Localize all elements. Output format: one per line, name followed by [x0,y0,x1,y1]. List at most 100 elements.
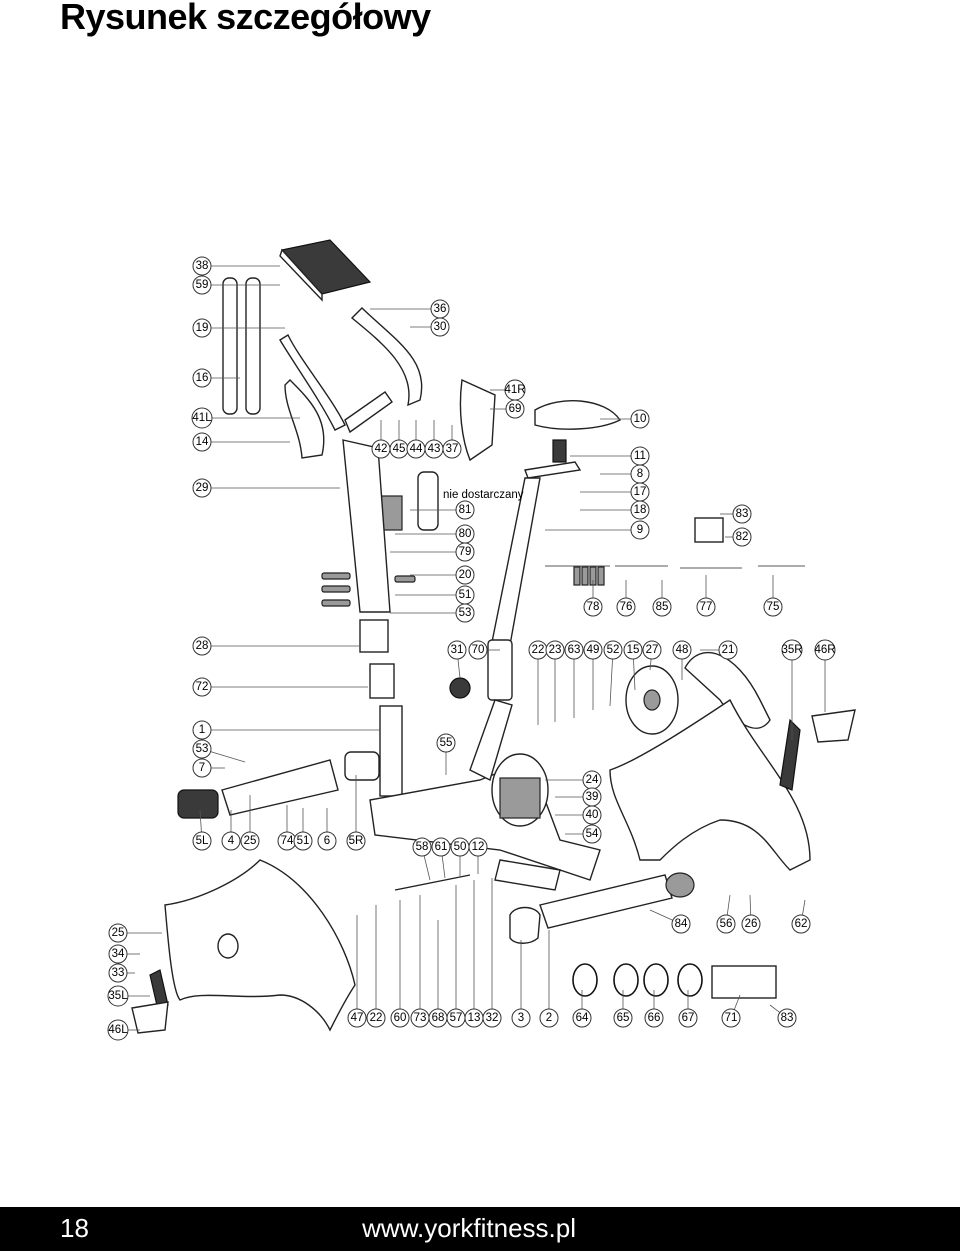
callout-58: 58 [412,837,432,881]
callout-66: 66 [644,990,664,1028]
brake-arm [394,874,471,891]
callout-30: 30 [410,317,450,337]
callout-label: 9 [637,524,643,536]
callout-label: 27 [646,644,659,656]
callout-circle [718,640,738,660]
callout-1: 1 [192,720,380,740]
callout-label: 39 [586,791,599,803]
callout-label: 20 [459,569,472,581]
callout-label: 51 [297,835,310,847]
callout-label: 24 [586,774,599,786]
callout-46L: 46L [107,1019,140,1041]
main-column [342,439,391,613]
callout-60: 60 [390,900,410,1028]
callout-25: 25 [240,795,260,851]
callout-circle [630,520,650,540]
callout-59: 59 [192,275,280,295]
callout-53: 53 [390,603,475,623]
callout-label: 61 [435,841,448,853]
callout-circle [108,963,128,983]
callout-label: 18 [634,504,647,516]
callout-label: 47 [351,1012,364,1024]
callout-54: 54 [565,824,602,844]
callout-circle [455,542,475,562]
bolts-set [321,572,416,607]
callout-circle [539,1008,559,1028]
callout-16: 16 [192,368,240,388]
callout-label: 13 [468,1012,481,1024]
sensor-board [694,517,724,543]
callout-label: 6 [324,835,330,847]
callout-circle [630,500,650,520]
callout-circle [192,275,212,295]
callout-label: 78 [587,601,600,613]
callout-label: 28 [196,640,209,652]
wires-top [545,565,805,569]
callout-15: 15 [623,640,643,691]
callout-circle [814,639,836,661]
callout-57: 57 [446,885,466,1028]
callout-50: 50 [450,837,470,876]
callout-label: 71 [725,1012,738,1024]
callout-label: 19 [196,322,209,334]
callout-10: 10 [600,409,650,429]
callout-29: 29 [192,478,340,498]
callout-label: 66 [648,1012,661,1024]
callout-label: 15 [627,644,640,656]
callout-51: 51 [293,808,313,851]
callout-label: 57 [450,1012,463,1024]
callout-55: 55 [436,733,456,775]
callout-circle [192,432,212,452]
callout-72: 72 [192,677,368,697]
callout-circle [436,733,456,753]
callout-6: 6 [317,808,337,851]
leader-line [423,855,431,881]
callout-2: 2 [539,930,559,1028]
callout-circle [430,317,450,337]
not-supplied-note: nie dostarczany [443,489,524,501]
callout-label: 64 [576,1012,589,1024]
callout-label: 70 [472,644,485,656]
callout-circle [366,1008,386,1028]
callout-label: 62 [795,918,808,930]
callout-40: 40 [555,805,602,825]
leader-line [749,894,752,916]
callout-circle [317,831,337,851]
callout-label: 51 [459,589,472,601]
callout-circle [192,256,212,276]
callout-circle [721,1008,741,1028]
callout-5R: 5R [346,775,366,851]
callout-label: 17 [634,486,647,498]
callout-22: 22 [528,640,548,725]
rear-end-cap [509,906,541,944]
callout-circle [192,636,212,656]
callout-24: 24 [545,770,602,790]
callout-27: 27 [642,640,662,671]
seat-knob [552,439,567,463]
callout-label: 29 [196,482,209,494]
callout-circle [603,640,623,660]
bottom-bracket [494,859,561,891]
callout-label: 7 [199,762,205,774]
callout-label: 22 [370,1012,383,1024]
callout-20: 20 [410,565,475,585]
callout-18: 18 [580,500,650,520]
callout-79: 79 [390,542,475,562]
callout-circle [390,1008,410,1028]
callout-64: 64 [572,990,592,1028]
callout-circle [192,368,212,388]
callout-label: 23 [549,644,562,656]
callout-label: 46L [108,1024,128,1036]
callout-label: 21 [722,644,735,656]
callout-label: 72 [196,681,209,693]
callout-41R: 41R [490,379,526,401]
callout-label: 74 [281,835,294,847]
exploded-parts-diagram: nie dostarczany 3859191641L1429363041R69… [107,239,856,1041]
callout-43: 43 [424,420,444,459]
seat-sleeve [487,639,513,701]
callout-38: 38 [192,256,280,276]
callout-circle [671,914,691,934]
callout-9: 9 [545,520,650,540]
callout-label: 40 [586,809,599,821]
callout-circle [791,914,811,934]
